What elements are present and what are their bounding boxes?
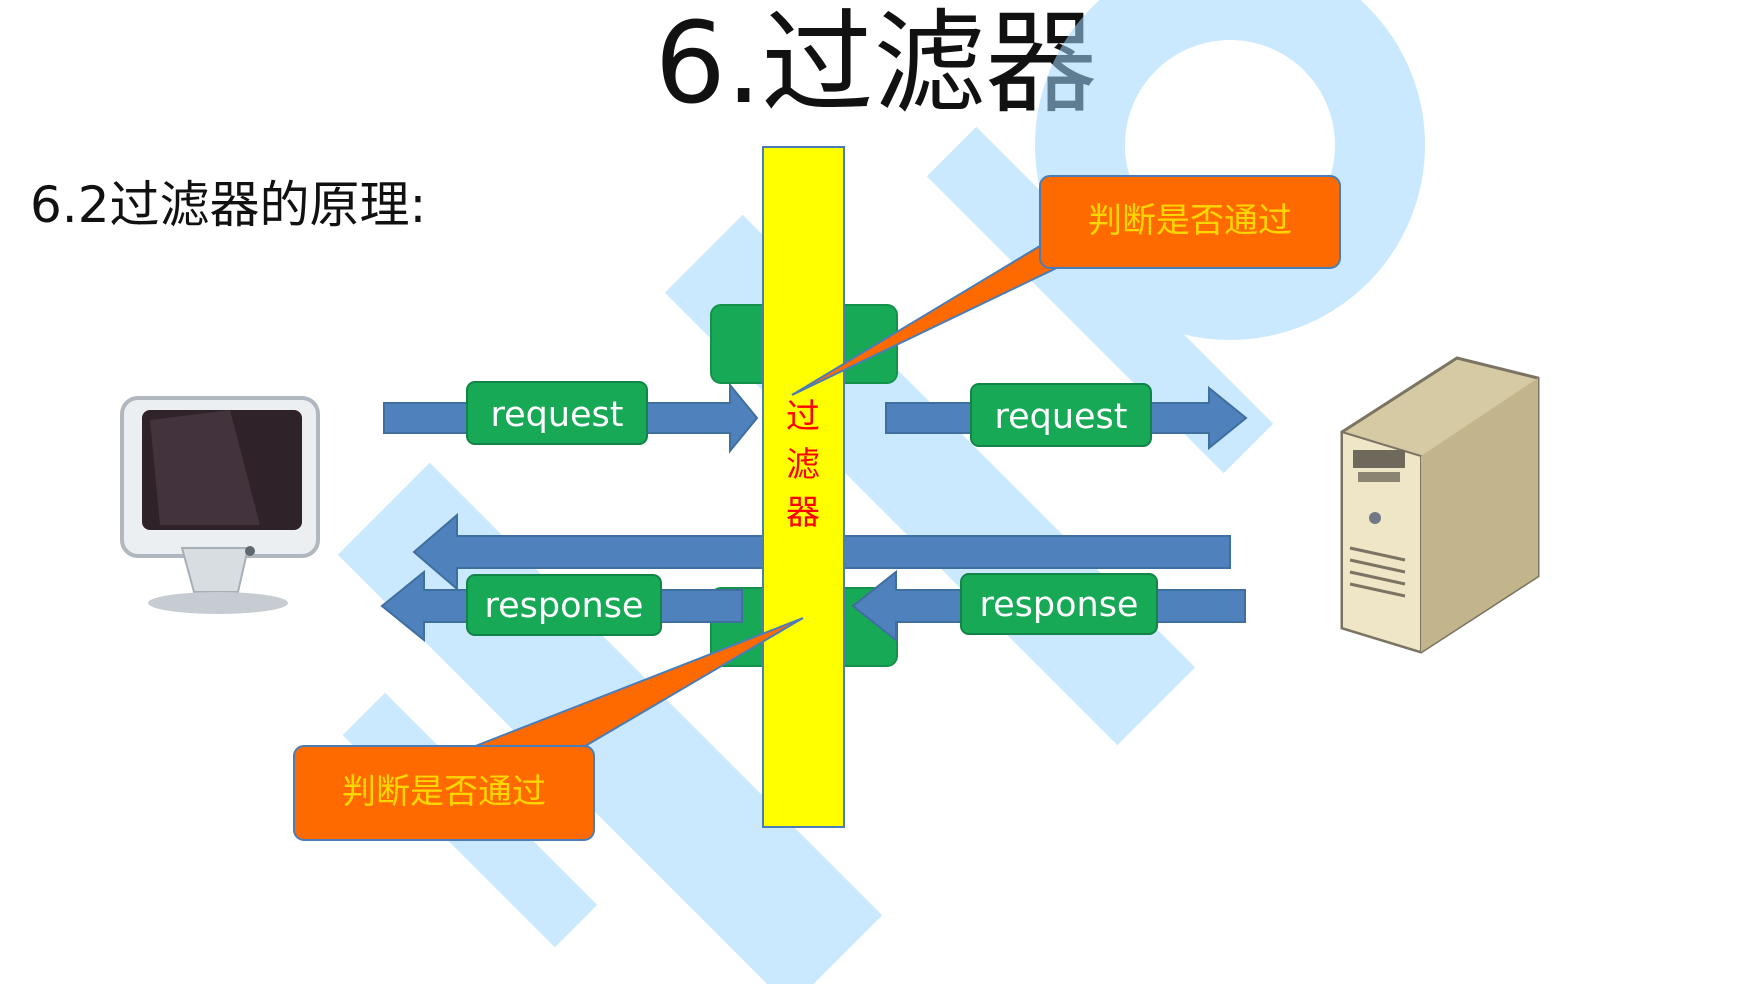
watermark-ring [1035, 0, 1425, 340]
filter-bar: 过 滤 器 [762, 146, 845, 828]
page-title: 6.过滤器 [654, 0, 1098, 129]
callout-bottom-text: 判断是否通过 [342, 772, 546, 812]
request-label-left-text: request [490, 395, 623, 435]
request-label-right-text: request [994, 397, 1127, 437]
response-label-left-text: response [485, 586, 644, 626]
filter-char-3: 器 [786, 493, 820, 533]
filter-char-1: 过 [786, 397, 820, 437]
request-label-left: request [466, 381, 648, 445]
filter-char-2: 滤 [786, 445, 820, 485]
watermark-band-3-shape [926, 126, 1274, 474]
section-subtitle: 6.2过滤器的原理: [30, 176, 427, 234]
request-label-right: request [970, 383, 1152, 447]
callout-top: 判断是否通过 [791, 175, 1341, 396]
response-label-left: response [466, 574, 662, 636]
response-label-right-text: response [980, 585, 1139, 625]
callout-bottom: 判断是否通过 [293, 617, 804, 841]
response-label-right: response [960, 573, 1158, 635]
callout-top-text: 判断是否通过 [1088, 201, 1292, 241]
computer-monitor-icon [120, 396, 320, 614]
watermark-band-3 [926, 126, 1274, 474]
server-tower-icon [1340, 356, 1540, 654]
